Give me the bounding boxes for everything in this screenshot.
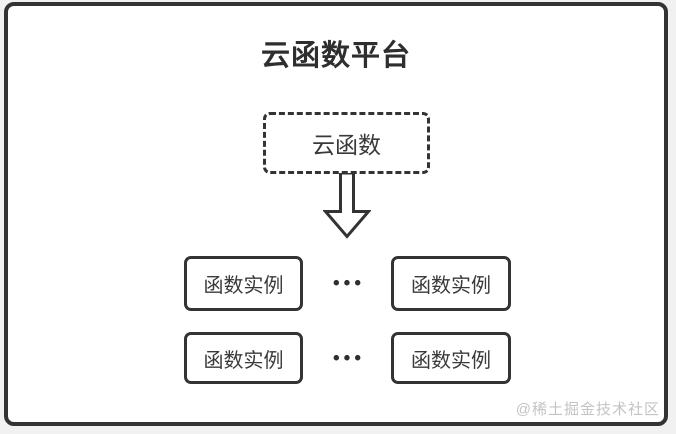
platform-frame: 云函数平台 云函数 函数实例 ••• 函数实例 函数实例 ••• 函数实例 <box>4 2 668 426</box>
function-instance-node: 函数实例 <box>391 332 511 384</box>
function-instance-label: 函数实例 <box>411 349 491 372</box>
function-instance-node: 函数实例 <box>184 256 303 311</box>
watermark: @稀土掘金技术社区 <box>515 401 660 418</box>
ellipsis-row-1: ••• <box>333 273 365 294</box>
function-instance-node: 函数实例 <box>184 332 303 384</box>
function-instance-node: 函数实例 <box>391 256 511 311</box>
down-arrow-icon <box>323 173 371 239</box>
cloud-function-node: 云函数 <box>263 112 430 174</box>
function-instance-label: 函数实例 <box>411 275 491 297</box>
ellipsis-row-2: ••• <box>333 347 365 369</box>
cloud-function-label: 云函数 <box>312 132 381 158</box>
diagram-title: 云函数平台 <box>260 40 411 72</box>
function-instance-label: 函数实例 <box>203 275 284 297</box>
function-instance-label: 函数实例 <box>203 349 284 372</box>
